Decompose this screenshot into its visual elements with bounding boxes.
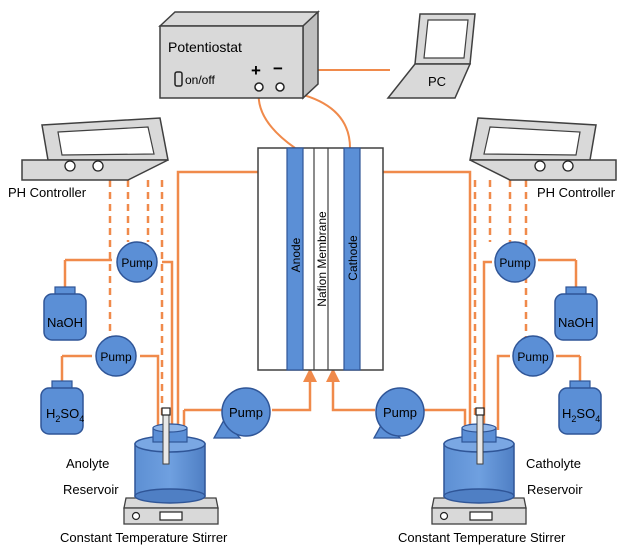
potentiostat: Potentiostat on/off + − (158, 10, 320, 100)
pump-right-bottom: Pump (512, 335, 554, 377)
h2so4-label: H2SO4 (46, 406, 84, 424)
right-stirrer-label: Constant Temperature Stirrer (398, 530, 566, 545)
left-ph-controller-label: PH Controller (8, 185, 87, 200)
anode-label: Anode (289, 237, 303, 272)
left-naoh-bottle: NaOH (43, 286, 87, 341)
pump-right-main: Pump (372, 387, 425, 439)
electrochemical-cell: Anode Nafion Membrane Cathode (257, 147, 384, 371)
naoh-label: NaOH (47, 315, 83, 330)
cathode-label: Cathode (346, 235, 360, 281)
pump-left-top: Pump (116, 241, 158, 283)
right-naoh-bottle: NaOH (554, 286, 598, 341)
plus-terminal-label: + (251, 61, 261, 80)
pc-laptop: PC (386, 13, 476, 99)
arrow-up-left (303, 368, 317, 382)
pump-right-top: Pump (494, 241, 536, 283)
right-ph-controller: PH Controller (469, 117, 617, 200)
knob-icon (64, 160, 76, 172)
pump-label: Pump (499, 256, 531, 270)
knob-icon (562, 160, 574, 172)
anolyte-label: Anolyte (66, 456, 109, 471)
positive-terminal-icon (254, 82, 264, 92)
switch-label: on/off (185, 73, 215, 87)
cathode-electrode (343, 147, 361, 371)
left-reservoir (134, 407, 206, 504)
potentiostat-label: Potentiostat (168, 39, 242, 55)
pc-label: PC (428, 74, 446, 89)
pump-label: Pump (229, 405, 263, 420)
anolyte-reservoir-label: Reservoir (63, 482, 119, 497)
right-reservoir (443, 407, 515, 504)
h2so4-label: H2SO4 (562, 406, 600, 424)
knob-icon (92, 160, 104, 172)
naoh-label: NaOH (558, 315, 594, 330)
knob-icon (534, 160, 546, 172)
right-ph-controller-label: PH Controller (537, 185, 616, 200)
negative-terminal-icon (275, 82, 285, 92)
left-stirrer-label: Constant Temperature Stirrer (60, 530, 228, 545)
arrow-up-right (326, 368, 340, 382)
right-acid-bottle: H2SO4 (558, 380, 602, 435)
pump-label: Pump (121, 256, 153, 270)
anode-electrode (286, 147, 304, 371)
pump-left-bottom: Pump (95, 335, 137, 377)
power-switch-icon[interactable] (174, 71, 183, 87)
membrane-label: Nafion Membrane (315, 211, 329, 307)
pump-label: Pump (383, 405, 417, 420)
minus-terminal-label: − (273, 59, 283, 78)
catholyte-reservoir-label: Reservoir (527, 482, 583, 497)
catholyte-label: Catholyte (526, 456, 581, 471)
left-ph-controller: PH Controller (8, 117, 169, 200)
pump-label: Pump (100, 350, 132, 364)
pump-left-main: Pump (212, 387, 271, 439)
tubes (60, 170, 582, 495)
left-acid-bottle: H2SO4 (40, 380, 84, 435)
pump-label: Pump (517, 350, 549, 364)
